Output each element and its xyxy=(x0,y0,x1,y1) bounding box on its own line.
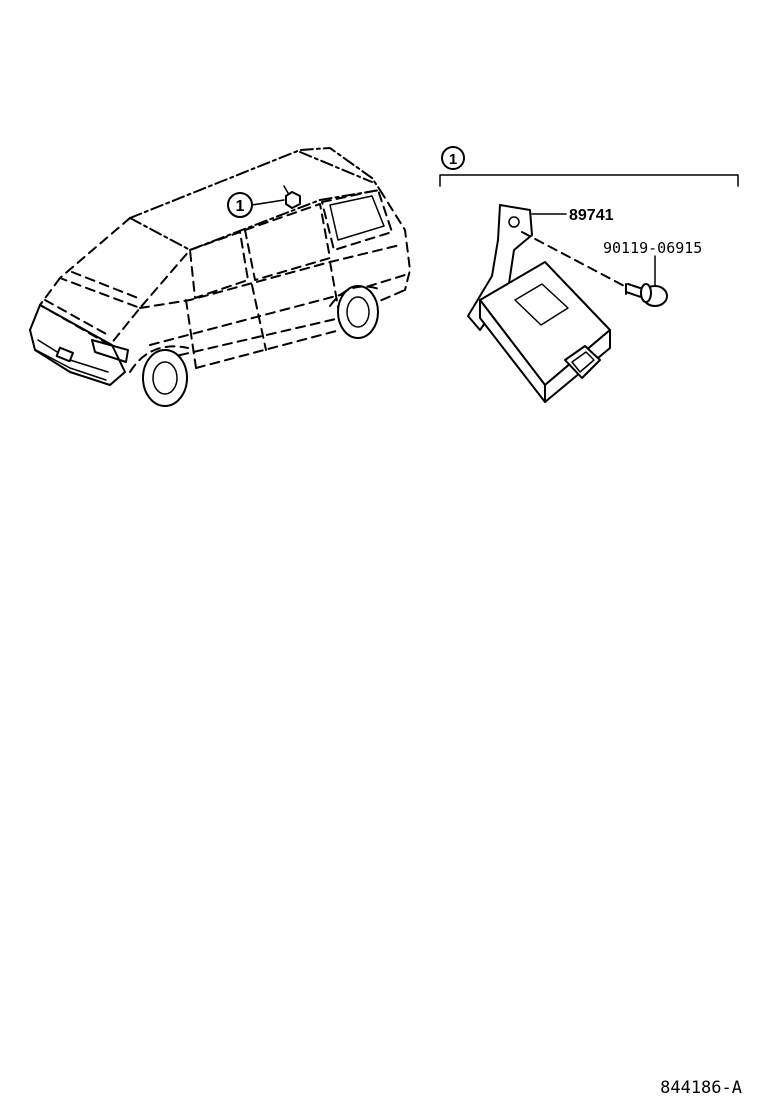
bolt-illustration xyxy=(521,231,668,307)
group-bracket: 1 xyxy=(439,146,739,187)
ecu-part-callout: 89741 xyxy=(531,207,614,224)
bolt-install-line xyxy=(521,231,629,289)
vehicle-illustration xyxy=(29,146,411,407)
group-bracket-line xyxy=(439,174,739,187)
bolt-part-callout: 90119-06915 xyxy=(603,239,702,287)
vehicle-callout: 1 xyxy=(227,192,285,218)
ecu-module-illustration xyxy=(467,204,611,403)
part-number-90119-06915: 90119-06915 xyxy=(603,239,702,257)
group-callout-circle xyxy=(441,146,465,170)
illustration-code: 844186-A xyxy=(660,1078,742,1098)
vehicle-callout-label: 1 xyxy=(236,198,245,215)
part-number-89741: 89741 xyxy=(569,207,614,224)
group-callout-label: 1 xyxy=(449,151,457,168)
